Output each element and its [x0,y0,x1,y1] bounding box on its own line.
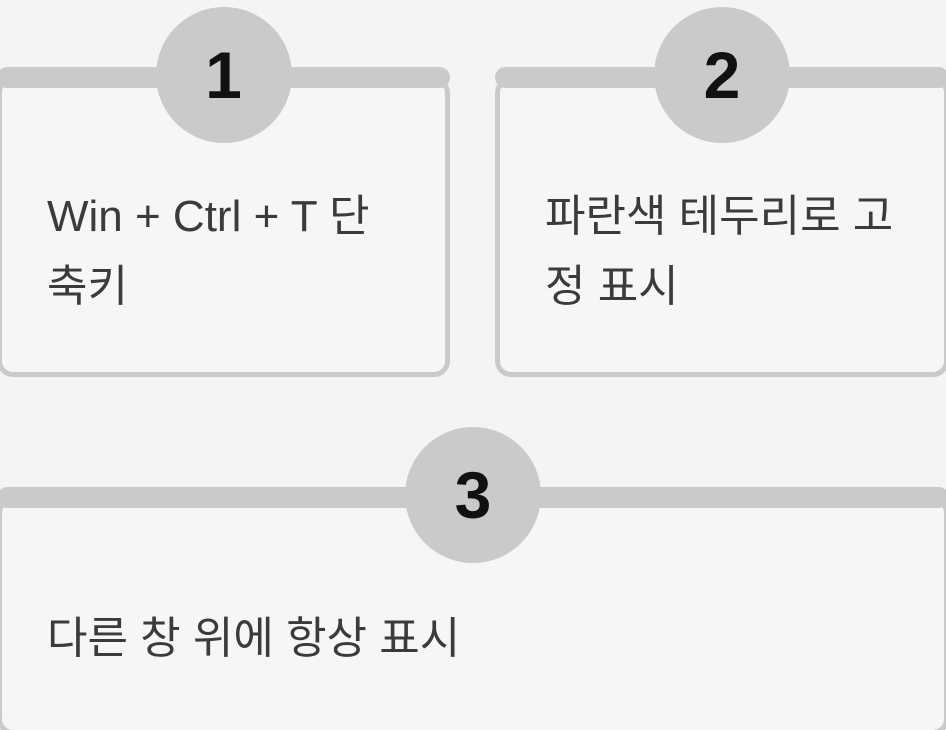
step-card-2: 파란색 테두리로 고정 표시 2 [495,7,946,377]
step-3-number-badge: 3 [405,427,541,563]
step-2-number-badge: 2 [654,7,790,143]
step-2-label: 파란색 테두리로 고정 표시 [545,192,894,311]
step-1-label: Win + Ctrl + T 단축키 [47,192,370,311]
step-card-1: Win + Ctrl + T 단축키 1 [0,7,450,377]
step-1-number-badge: 1 [155,7,292,143]
step-card-3: 다른 창 위에 항상 표시 3 [0,427,946,730]
step-3-label: 다른 창 위에 항상 표시 [47,614,461,663]
